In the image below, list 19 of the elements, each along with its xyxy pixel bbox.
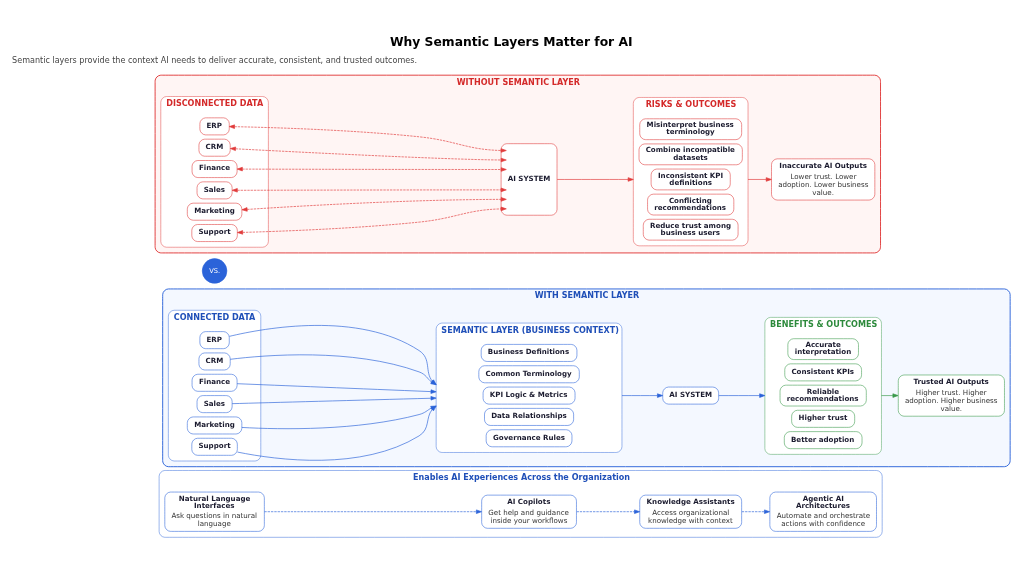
- arrow: [264, 509, 482, 514]
- arrow: [621, 393, 663, 398]
- arrow: [229, 124, 507, 153]
- arrow: [236, 383, 437, 394]
- arrow: [231, 396, 437, 404]
- arrow: [241, 197, 507, 212]
- arrow: [229, 354, 437, 385]
- arrow: [741, 509, 770, 514]
- arrow: [231, 187, 507, 193]
- arrow: [881, 393, 899, 398]
- arrow: [576, 509, 641, 514]
- arrow: [229, 325, 437, 385]
- arrow: [236, 166, 507, 172]
- arrow: [237, 206, 507, 235]
- arrow: [747, 177, 772, 182]
- arrow: [718, 393, 766, 398]
- diagram-title: Why Semantic Layers Matter for AI: [389, 35, 633, 50]
- arrow: [556, 177, 634, 182]
- arrow: [230, 146, 507, 163]
